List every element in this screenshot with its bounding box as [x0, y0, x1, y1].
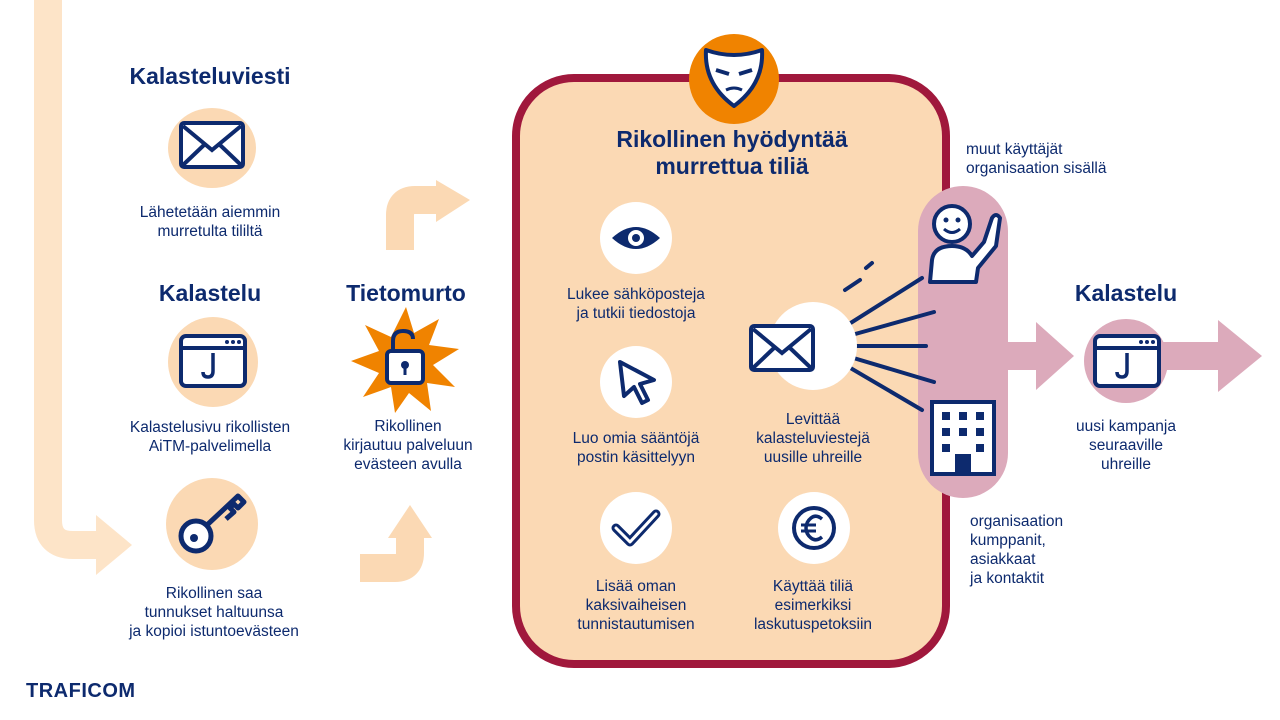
caption-credentials: Rikollinen saa tunnukset haltuunsa ja ko…	[129, 585, 299, 640]
left-flow-arrowhead	[96, 515, 132, 575]
pink-arrow-head	[1036, 322, 1074, 390]
mask-icon	[703, 48, 765, 108]
upper-bent-arrowhead	[436, 180, 470, 222]
lower-bent-arrow	[360, 535, 424, 582]
caption-read-email: Lukee sähköposteja ja tutkii tiedostoja	[567, 286, 705, 322]
unlock-icon	[351, 307, 459, 413]
mail-icon	[179, 121, 245, 169]
heading-phishing: Kalastelu	[158, 280, 262, 306]
building-icon	[930, 400, 996, 476]
caption-new-campaign: uusi kampanja seuraaville uhreille	[1076, 418, 1176, 473]
heading-phishing-message: Kalasteluviesti	[129, 63, 291, 89]
browser-hook-icon	[179, 334, 247, 388]
person-icon	[928, 204, 1002, 284]
browser-hook-icon-right	[1093, 334, 1161, 388]
caption-spread: Levittää kalasteluviestejä uusille uhrei…	[756, 411, 870, 466]
caption-phishing-message: Lähetetään aiemmin murretulta tililtä	[139, 204, 281, 240]
caption-fraud: Käyttää tiliä esimerkiksi laskutuspetoks…	[753, 578, 873, 633]
label-partners: organisaation kumppanit, asiakkaat ja ko…	[970, 513, 1064, 587]
caption-mfa: Lisää oman kaksivaiheisen tunnistautumis…	[577, 578, 695, 633]
pink-arrow-shaft	[1000, 342, 1040, 370]
caption-breach: Rikollinen kirjautuu palveluun evästeen …	[343, 418, 473, 473]
eye-icon	[612, 227, 660, 249]
caption-phishing-page: Kalastelusivu rikollisten AiTM-palvelime…	[129, 419, 291, 455]
caption-rules: Luo omia sääntöjä postin käsittelyyn	[572, 430, 700, 466]
box-title: Rikollinen hyödyntää murrettua tiliä	[616, 126, 848, 179]
key-icon	[178, 493, 247, 554]
traficom-logo: TRAFICOM	[26, 680, 136, 702]
upper-bent-arrow	[386, 186, 440, 250]
label-internal-users: muut käyttäjät organisaation sisällä	[966, 141, 1107, 177]
right-pink-arrow-head	[1218, 320, 1262, 392]
heading-new-phishing: Kalastelu	[1074, 280, 1178, 306]
euro-icon	[792, 506, 836, 550]
heading-breach: Tietomurto	[346, 280, 466, 306]
check-icon	[611, 509, 661, 547]
spread-mail-icon	[749, 324, 815, 372]
left-flow-bar	[34, 0, 100, 559]
key-circle	[166, 478, 258, 570]
cursor-icon	[618, 360, 656, 405]
lower-bent-arrowhead	[388, 505, 432, 538]
